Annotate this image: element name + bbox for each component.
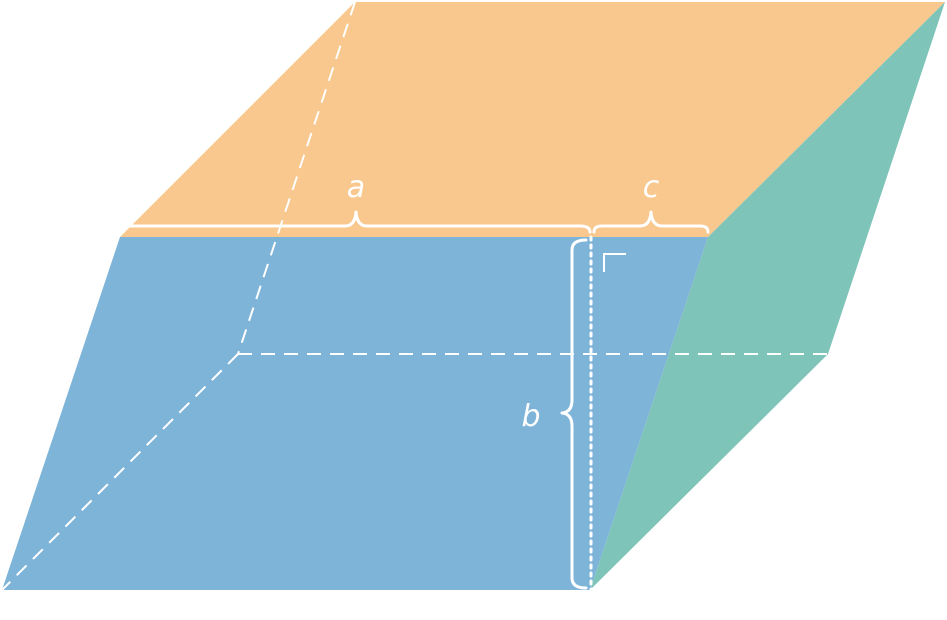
hidden-edge-vertical xyxy=(237,1,356,355)
braces xyxy=(120,210,710,590)
right-angle-marker xyxy=(603,253,626,272)
brace-a xyxy=(120,210,592,234)
label-a: a xyxy=(347,170,365,205)
top-face xyxy=(120,2,945,237)
brace-c xyxy=(592,210,710,234)
label-b: b xyxy=(521,399,540,434)
side-face xyxy=(590,2,945,590)
brace-b xyxy=(560,238,588,590)
hidden-edge-diagonal xyxy=(1,353,239,591)
label-c: c xyxy=(643,170,660,205)
hidden-edges xyxy=(1,1,828,591)
front-face xyxy=(2,237,708,590)
